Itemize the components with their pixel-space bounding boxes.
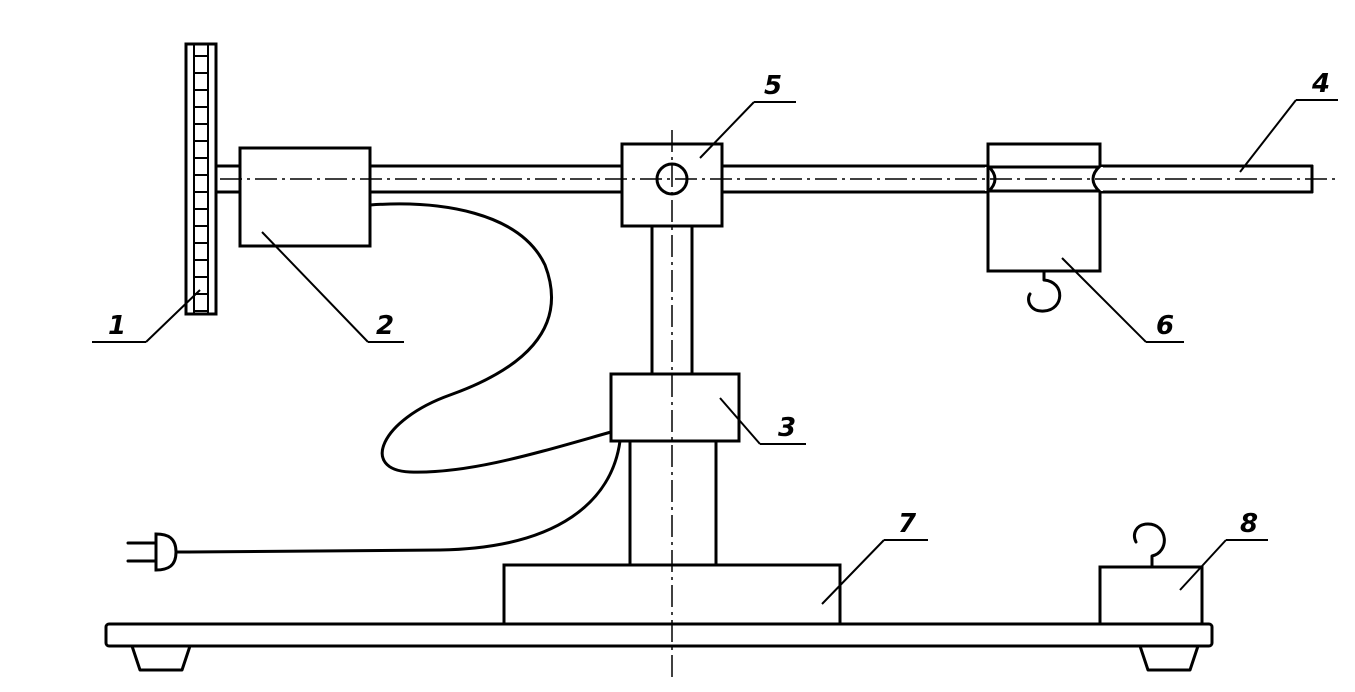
weight-8 — [1098, 522, 1204, 626]
clamp-block-3 — [609, 372, 741, 443]
motor-block-2 — [238, 146, 372, 248]
leader-lines — [92, 99, 1338, 605]
lower-column — [628, 438, 718, 567]
slider-block-6 — [985, 142, 1103, 313]
label-7: 7 — [898, 509, 917, 539]
wheel-1 — [184, 42, 218, 316]
power-cord — [186, 439, 622, 554]
label-3: 3 — [778, 413, 796, 443]
motor-cable — [368, 202, 613, 474]
plug-icon — [126, 532, 188, 572]
hook-icon — [1027, 269, 1062, 313]
label-1: 1 — [108, 311, 126, 341]
weight-hook-icon — [1133, 522, 1166, 569]
base-plate — [104, 622, 1214, 672]
right-foot — [1138, 644, 1200, 672]
label-2: 2 — [376, 311, 394, 341]
left-foot — [130, 644, 192, 672]
label-8: 8 — [1240, 509, 1258, 539]
label-5: 5 — [764, 71, 782, 101]
label-4: 4 — [1311, 69, 1330, 99]
label-6: 6 — [1156, 311, 1174, 341]
